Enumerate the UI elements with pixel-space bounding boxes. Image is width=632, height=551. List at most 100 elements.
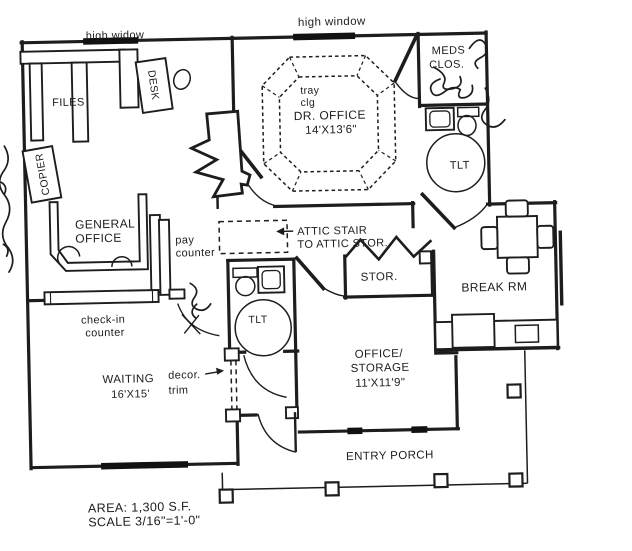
porch-post: [324, 481, 340, 497]
office-chair-right: [111, 255, 133, 267]
high-window-center-label: high window: [298, 16, 366, 29]
handwriting-door-note: [189, 282, 212, 320]
reception-door-cross: [181, 314, 201, 335]
walls: [19, 30, 561, 471]
entry-door-leaf: [293, 412, 298, 453]
check-in-label-2: counter: [85, 327, 125, 340]
dr-office-ne-door-arc: [395, 82, 421, 100]
trim-post-bottom: [224, 408, 242, 423]
dr-office-ne-door-leaf: [392, 34, 419, 84]
wall-break-zigzag: [343, 234, 433, 262]
attic-stair-outline: [218, 219, 289, 255]
toilet-tank: [456, 106, 480, 118]
decor-trim-arrowhead: [216, 367, 225, 375]
porch-post: [508, 472, 524, 488]
handwriting-meds-tail: [480, 87, 506, 128]
trim-post-top: [223, 347, 240, 362]
high-window-center: [293, 32, 356, 41]
toilet-top-door-leaf: [419, 191, 457, 231]
break-appliance: [451, 312, 496, 349]
waiting-label: WAITING: [102, 373, 154, 386]
general-office-label-2: OFFICE: [75, 231, 122, 246]
break-room-furniture: [434, 199, 559, 351]
sink: [424, 106, 456, 132]
entry-door-arc: [257, 413, 296, 453]
chair-east: [536, 224, 555, 249]
toilet-bowl: [235, 275, 256, 297]
office-storage-label-2: STORAGE: [351, 362, 410, 375]
office-storage-size: 11'X11'9": [355, 377, 405, 390]
sink-basin: [429, 110, 451, 128]
decor-trim: [205, 347, 242, 423]
decor-trim-label-2: trim: [168, 384, 188, 396]
turning-radius: [234, 299, 292, 357]
decor-trim-label-1: decor.: [168, 369, 201, 382]
dr-office-size: 14'X13'6": [305, 124, 357, 137]
meds-closet-label-1: MEDS: [432, 44, 466, 57]
meds-closet-label-2: CLOS.: [429, 59, 464, 72]
general-office-label-1: GENERAL: [75, 216, 135, 231]
labels: high widow high window FILES MEDS CLOS. …: [52, 16, 527, 530]
windows: [83, 32, 564, 470]
porch-post: [218, 488, 234, 504]
reception-door-arc: [177, 303, 220, 337]
copier: COPIER: [21, 145, 63, 204]
high-window-left-label: high widow: [86, 29, 145, 42]
tray-clg-label-1: tray: [300, 85, 320, 97]
desk-label: DESK: [145, 69, 161, 101]
desk: DESK: [134, 57, 174, 114]
handwriting-meds-1: [468, 39, 488, 70]
turning-radius: [426, 132, 486, 193]
handwriting-meds-3: [429, 78, 474, 99]
chair-west: [480, 225, 499, 251]
pay-counter-label-1: pay: [175, 234, 194, 246]
storage-label: STOR.: [361, 271, 398, 284]
high-window-left: [83, 37, 139, 45]
waiting-size: 16'X15': [111, 388, 150, 401]
pay-counter: [148, 213, 186, 300]
attic-stair-label-1: ATTIC STAIR: [297, 225, 367, 238]
handwriting-meds-2: [432, 66, 462, 91]
attic-stair-label-2: TO ATTIC STOR.: [297, 237, 388, 251]
office-storage-door-arc: [324, 287, 347, 297]
sink: [256, 265, 286, 294]
chair-south: [505, 256, 531, 275]
handwritten-scribbles: [0, 39, 506, 320]
check-in-counter: [43, 289, 160, 306]
tray-clg-label-2: clg: [300, 97, 315, 109]
tray-ceiling-octagon: [261, 54, 397, 192]
toilet-middle-fixtures: [232, 265, 292, 357]
toilet-top-label: TLT: [450, 159, 470, 171]
toilet-middle-label: TLT: [248, 314, 268, 326]
check-in-label-1: check-in: [81, 314, 125, 327]
break-room-label: BREAK RM: [461, 279, 527, 294]
desk-chair: [172, 68, 192, 90]
attic-stair-arrow: [276, 227, 294, 236]
sink-basin: [261, 269, 281, 290]
break-room-door-arc: [453, 204, 488, 229]
toilet-top-fixtures: [424, 106, 486, 193]
files-label: FILES: [52, 96, 85, 109]
break-table: [495, 215, 539, 259]
toilet-bowl: [457, 114, 477, 137]
waiting-window: [100, 461, 189, 470]
files-shelving: [19, 48, 140, 143]
entry-porch-outline: [218, 350, 529, 504]
entry-porch-label: ENTRY PORCH: [346, 449, 434, 463]
area-note: AREA: 1,300 S.F.: [88, 499, 192, 515]
office-chair-left: [57, 245, 81, 265]
porch-post: [433, 472, 449, 489]
office-storage-door-leaf: [294, 255, 326, 292]
dr-office-label: DR. OFFICE: [294, 108, 366, 124]
handwriting-left-margin: [0, 145, 14, 273]
closet-zigzag: [188, 109, 252, 199]
break-room-window: [558, 230, 564, 306]
scale-note: SCALE 3/16"=1'-0": [88, 513, 201, 529]
chair-north: [504, 199, 529, 218]
toilet-middle-door-arc: [243, 355, 287, 398]
break-sink: [514, 324, 540, 344]
porch-post: [506, 383, 522, 399]
office-storage-label-1: OFFICE/: [355, 348, 404, 361]
